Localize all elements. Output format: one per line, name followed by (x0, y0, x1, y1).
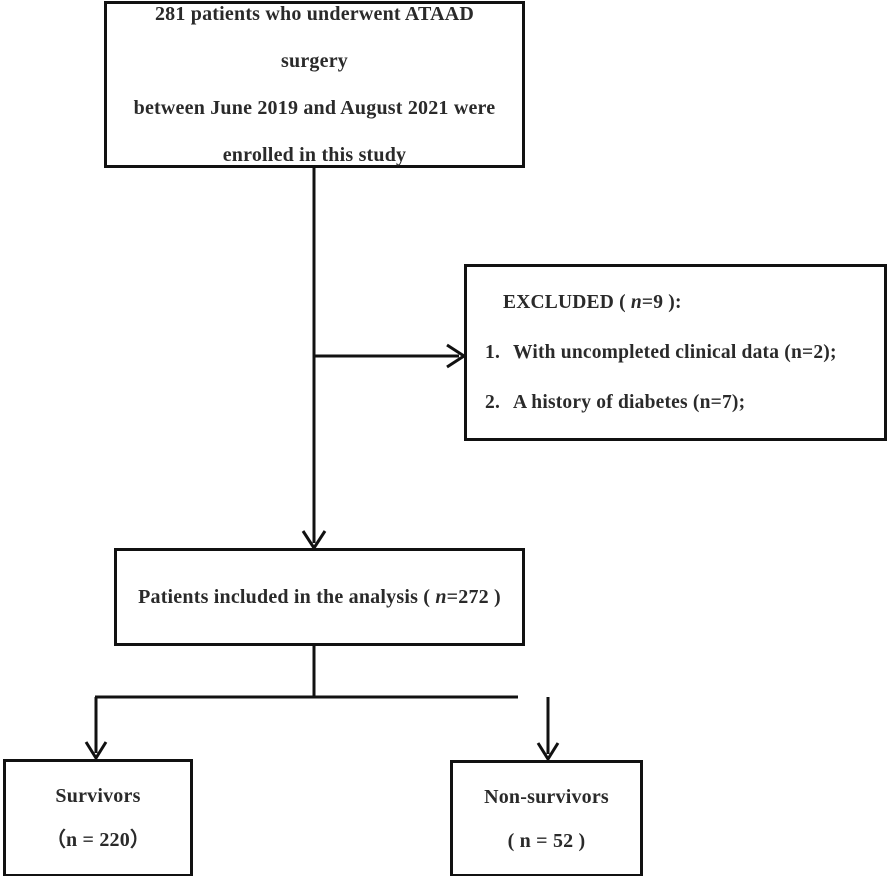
arrowhead-right-excluded (446, 343, 467, 369)
included-text: Patients included in the analysis ( n=27… (131, 582, 508, 612)
excluded-heading-suffix: =9 ): (641, 291, 682, 313)
excluded-item-2-number: 2. (485, 391, 501, 413)
non-survivors-label: Non-survivors (484, 785, 609, 808)
non-survivors-box: Non-survivors ( n = 52 ) (450, 760, 643, 876)
excluded-box: EXCLUDED ( n=9 ): 1. With uncompleted cli… (464, 264, 887, 441)
excluded-item-1-text: With uncompleted clinical data (n=2); (513, 341, 837, 363)
excluded-item-1-number: 1. (485, 341, 501, 363)
included-box: Patients included in the analysis ( n=27… (114, 548, 525, 646)
excluded-heading-italic-n: n (630, 291, 642, 313)
excluded-item-1: 1. With uncompleted clinical data (n=2); (485, 328, 866, 378)
excluded-item-2: 2. A history of diabetes (n=7); (485, 378, 866, 428)
excluded-heading: EXCLUDED ( n=9 ): (485, 278, 866, 328)
enrolled-line-2: between June 2019 and August 2021 were (133, 96, 496, 119)
included-suffix: =272 ) (446, 586, 501, 608)
excluded-item-2-text: A history of diabetes (n=7); (513, 391, 746, 413)
included-italic-n: n (435, 586, 447, 608)
survivors-box: Survivors （n = 220） (3, 759, 193, 876)
enrolled-line-1: 281 patients who underwent ATAAD surgery (154, 2, 475, 72)
survivors-count: （n = 220） (45, 829, 151, 851)
enrolled-box: 281 patients who underwent ATAAD surgery… (104, 1, 525, 168)
arrowhead-down-included (301, 530, 327, 551)
arrowhead-down-nonsurvivors (536, 742, 560, 762)
arrowhead-down-survivors (84, 741, 108, 761)
included-prefix: Patients included in the analysis ( (138, 586, 436, 608)
enrolled-line-3: enrolled in this study (222, 143, 407, 166)
non-survivors-count: ( n = 52 ) (507, 829, 586, 852)
excluded-heading-prefix: EXCLUDED ( (503, 291, 631, 313)
survivors-label: Survivors (55, 785, 141, 807)
